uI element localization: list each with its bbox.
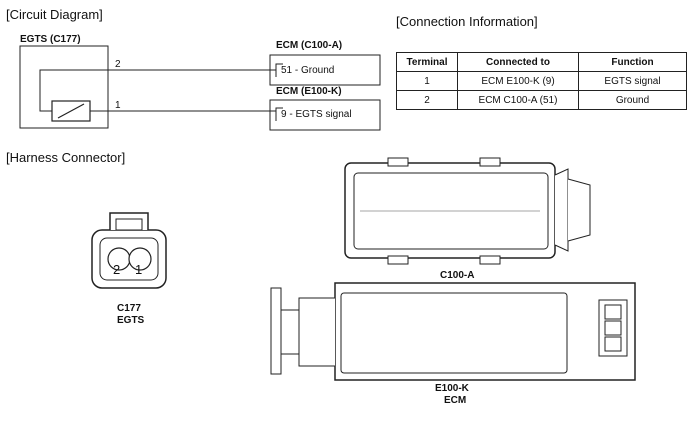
header-terminal: Terminal bbox=[396, 52, 458, 72]
ecm-a-label: ECM (C100-A) bbox=[276, 40, 343, 51]
ecm-k-pin: 9 - EGTS signal bbox=[281, 109, 352, 120]
cell-function: EGTS signal bbox=[578, 71, 687, 91]
cell-function: Ground bbox=[578, 90, 687, 110]
egts-label: EGTS (C177) bbox=[20, 34, 81, 45]
connection-table: Terminal Connected to Function 1 ECM E10… bbox=[396, 52, 687, 110]
c177-sub-label: EGTS bbox=[117, 315, 145, 326]
cell-terminal: 1 bbox=[396, 71, 458, 91]
circuit-diagram-title: [Circuit Diagram] bbox=[6, 7, 103, 22]
header-function: Function bbox=[578, 52, 687, 72]
table-row: 2 ECM C100-A (51) Ground bbox=[396, 90, 687, 110]
e100k-sub-label: ECM bbox=[444, 395, 467, 406]
c177-pin-1: 1 bbox=[135, 262, 143, 277]
connection-info-title: [Connection Information] bbox=[396, 14, 538, 29]
c100a-label: C100-A bbox=[440, 270, 475, 281]
cell-connected-to: ECM C100-A (51) bbox=[457, 90, 579, 110]
pin2-label: 2 bbox=[115, 59, 121, 70]
e100k-connector bbox=[270, 282, 636, 381]
c100a-connector bbox=[344, 157, 591, 265]
harness-connector-title: [Harness Connector] bbox=[6, 150, 126, 165]
pin1-label: 1 bbox=[115, 100, 121, 111]
c177-pin-2: 2 bbox=[113, 262, 121, 277]
header-connected-to: Connected to bbox=[457, 52, 579, 72]
egts-box bbox=[19, 45, 109, 129]
table-row: 1 ECM E100-K (9) EGTS signal bbox=[396, 71, 687, 91]
ecm-k-label: ECM (E100-K) bbox=[276, 86, 342, 97]
cell-terminal: 2 bbox=[396, 90, 458, 110]
cell-connected-to: ECM E100-K (9) bbox=[457, 71, 579, 91]
ecm-a-pin: 51 - Ground bbox=[281, 65, 335, 76]
ecm-a-box bbox=[269, 54, 381, 86]
table-header-row: Terminal Connected to Function bbox=[396, 52, 687, 72]
circuit-diagram bbox=[19, 45, 381, 131]
c177-connector bbox=[91, 212, 167, 289]
e100k-label: E100-K bbox=[435, 383, 469, 394]
c177-label: C177 bbox=[117, 303, 141, 314]
ecm-k-box bbox=[269, 99, 381, 131]
